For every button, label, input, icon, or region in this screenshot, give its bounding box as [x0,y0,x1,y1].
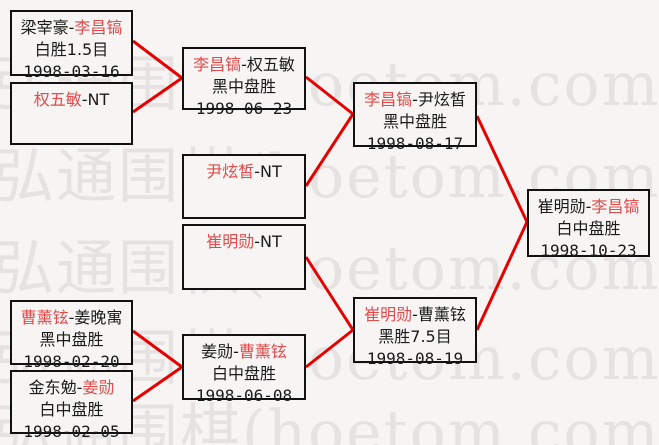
match-players: 梁宰豪-李昌镐 [12,17,131,39]
match-date: 1998-06-23 [195,99,293,118]
player-name-winner: 李昌镐 [591,197,640,216]
match-players: 权五敏-NT [12,89,131,111]
match-result: 白中盘胜 [39,400,104,419]
match-result: 白中盘胜 [556,219,621,238]
connector-line [132,365,183,403]
player-name: -曹薰铉 [412,305,466,324]
match-result: 黑胜7.5目 [378,327,452,346]
match-players: 曹薰铉-姜晚寓 [12,307,131,329]
player-name-winner: 崔明勋 [364,305,413,324]
match-players: 金东勉-姜勋 [12,377,131,399]
match-result: 白胜1.5目 [34,40,109,59]
match-result: 白中盘胜 [211,364,276,383]
connector-line [132,329,183,369]
connector-line [305,328,354,369]
player-name-winner: 李昌镐 [364,90,413,109]
player-name: -NT [254,162,282,181]
player-name: -NT [81,90,110,109]
match-box-round1-bye1: 权五敏-NT [10,82,133,145]
player-name: -权五敏 [241,55,295,74]
match-players: 崔明勋-李昌镐 [529,196,648,218]
player-name: -姜晚寓 [68,308,123,327]
match-date: 1998-03-16 [23,62,120,81]
match-players: 崔明勋-曹薰铉 [355,304,475,326]
connector-line [305,75,354,116]
match-date: 1998-06-08 [195,386,293,405]
player-name: -尹炫皙 [412,90,466,109]
player-name: 梁宰豪- [20,18,75,37]
match-date: 1998-02-20 [23,352,120,371]
connector-line [132,76,183,114]
player-name: 崔明勋- [537,197,592,216]
match-date: 1998-08-17 [366,134,464,153]
connector-line [475,115,529,223]
match-players: 崔明勋-NT [184,231,304,253]
connector-line [475,221,529,331]
player-name: -NT [254,232,282,251]
connector-line [304,113,355,187]
match-players: 尹炫皙-NT [184,161,304,183]
match-players: 李昌镐-尹炫皙 [355,89,475,111]
player-name-winner: 姜勋 [82,378,115,397]
match-box-round2-bye1: 尹炫皙-NT [182,154,306,219]
player-name-winner: 尹炫皙 [206,162,255,181]
player-name: 姜勋- [201,342,239,361]
match-date: 1998-10-23 [540,241,637,260]
player-name-winner: 权五敏 [33,90,82,109]
match-result: 黑中盘胜 [39,330,104,349]
player-name-winner: 曹薰铉 [20,308,69,327]
player-name-winner: 崔明勋 [206,232,255,251]
match-players: 李昌镐-权五敏 [184,54,304,76]
player-name: 金东勉- [28,378,83,397]
match-result: 黑中盘胜 [382,112,447,131]
connector-line [304,256,355,331]
match-date: 1998-08-19 [366,349,464,368]
connector-line [132,39,183,80]
player-name-winner: 曹薰铉 [238,342,287,361]
player-name-winner: 李昌镐 [74,18,123,37]
match-players: 姜勋-曹薰铉 [184,341,304,363]
match-box-round2-bye2: 崔明勋-NT [182,224,306,290]
player-name-winner: 李昌镐 [193,55,242,74]
match-result: 黑中盘胜 [211,77,276,96]
match-date: 1998-02-05 [23,422,120,441]
